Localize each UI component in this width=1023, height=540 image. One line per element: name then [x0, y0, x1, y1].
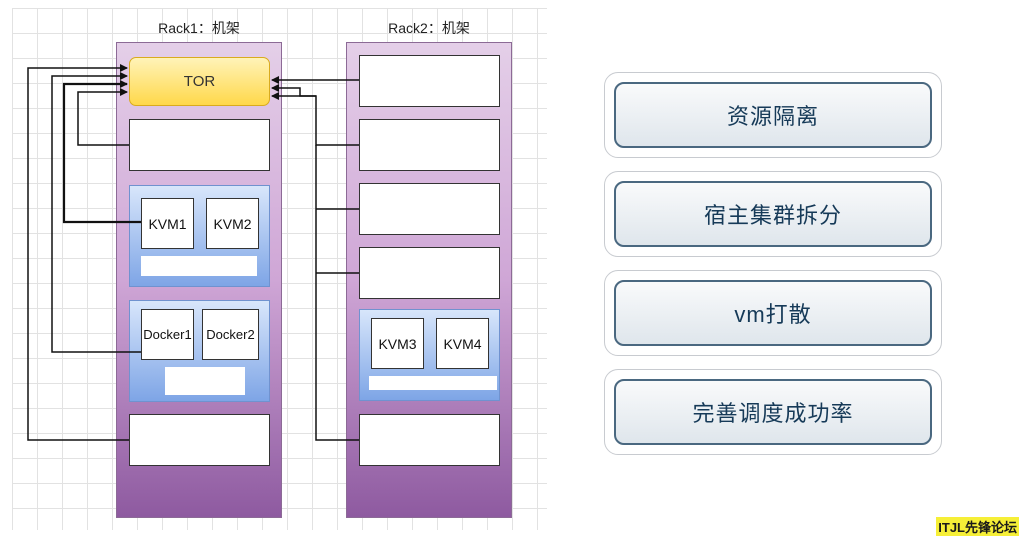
rack1-docker-host-label-bar — [165, 367, 245, 395]
rack1-kvm-host: KVM1 KVM2 — [129, 185, 270, 287]
link-rack1-docker-host — [51, 72, 141, 353]
strategy-label: vm打散 — [614, 280, 932, 346]
rack1-docker-host: Docker1 Docker2 — [129, 300, 270, 402]
rack2-kvm-host-label-bar — [369, 376, 497, 390]
link-rack2-bottom-server — [315, 145, 359, 441]
watermark: ITJL先锋论坛 — [936, 517, 1019, 536]
strategy-label: 完善调度成功率 — [614, 379, 932, 445]
rack1-title: Rack1：机架 — [158, 20, 240, 36]
strategy-card-resource-isolation: 资源隔离 — [604, 72, 942, 158]
vm-kvm4: KVM4 — [436, 318, 489, 369]
strategy-card-host-cluster-split: 宿主集群拆分 — [604, 171, 942, 257]
link-rack1-bottom-server — [27, 64, 129, 441]
rack2-server-2 — [359, 119, 500, 171]
container-docker1: Docker1 — [141, 309, 194, 360]
rack1-kvm-host-label-bar — [141, 256, 257, 276]
rack1-server-bottom — [129, 414, 270, 466]
strategy-card-vm-spread: vm打散 — [604, 270, 942, 356]
network-links — [27, 64, 359, 441]
rack2-server-3 — [359, 183, 500, 235]
link-rack1-server-1 — [77, 88, 129, 146]
rack1-server-1 — [129, 119, 270, 171]
strategy-card-scheduling-success: 完善调度成功率 — [604, 369, 942, 455]
link-rack2-trunk — [271, 84, 316, 97]
rack2-title: Rack2：机架 — [388, 20, 470, 36]
strategy-label: 资源隔离 — [614, 82, 932, 148]
rack2-kvm-host: KVM3 KVM4 — [359, 309, 500, 401]
link-rack1-kvm-host — [62, 80, 141, 224]
vm-kvm2: KVM2 — [206, 198, 259, 249]
rack2-server-4 — [359, 247, 500, 299]
tor-switch: TOR — [129, 57, 270, 106]
rack-topology-diagram: Rack1：机架 TOR KVM1 KVM2 Docker1 Docker2 R… — [12, 8, 547, 530]
strategy-label: 宿主集群拆分 — [614, 181, 932, 247]
rack2-server-bottom — [359, 414, 500, 466]
rack2-server-1 — [359, 55, 500, 107]
vm-kvm3: KVM3 — [371, 318, 424, 369]
container-docker2: Docker2 — [202, 309, 259, 360]
vm-kvm1: KVM1 — [141, 198, 194, 249]
link-rack2-server-2 — [271, 92, 359, 146]
